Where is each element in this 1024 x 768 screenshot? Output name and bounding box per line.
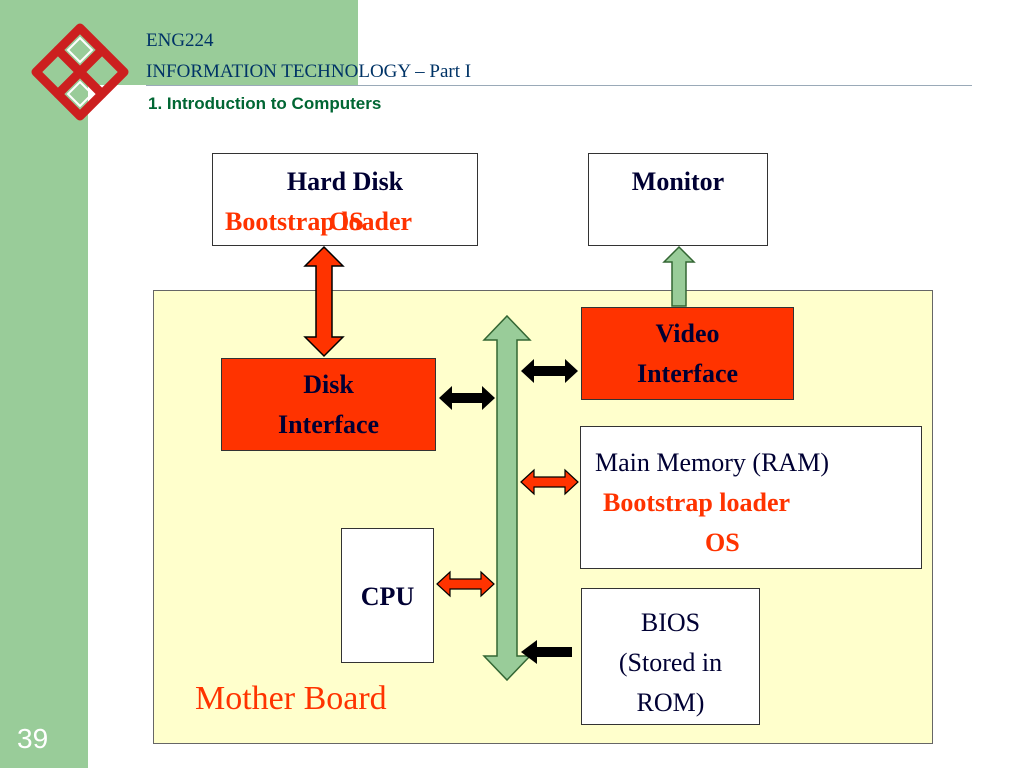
bios-line1: BIOS — [640, 608, 701, 637]
motherboard-label: Mother Board — [195, 680, 387, 717]
bios-line3: ROM) — [636, 688, 705, 717]
bios-box: BIOS (Stored in ROM) — [581, 588, 760, 725]
polyu-logo — [31, 23, 129, 121]
system-bus-arrow — [482, 314, 532, 682]
memory-bus-arrow — [520, 468, 579, 496]
hard-disk-title: Hard Disk — [286, 167, 404, 196]
main-memory-title: Main Memory (RAM) — [595, 448, 829, 477]
disk-interface-box: Disk Interface — [221, 358, 436, 451]
disk-interface-line2: Interface — [277, 410, 380, 439]
bios-line2: (Stored in — [618, 648, 723, 677]
cpu-box: CPU — [341, 528, 434, 663]
top-band — [88, 0, 358, 85]
bios-bus-arrow — [521, 640, 572, 664]
monitor-box: Monitor — [588, 153, 768, 246]
course-code: ENG224 — [146, 30, 214, 51]
video-interface-line1: Video — [655, 319, 720, 348]
hard-disk-bootstrap: Bootstrap loader — [225, 207, 413, 236]
cpu-title: CPU — [360, 582, 415, 611]
cpu-bus-arrow — [436, 570, 495, 598]
hard-disk-link-arrow — [303, 245, 345, 358]
header-rule — [146, 85, 972, 86]
hard-disk-os: OS — [329, 207, 364, 236]
chapter-title: 1. Introduction to Computers — [148, 94, 382, 113]
video-interface-box: Video Interface — [581, 307, 794, 400]
main-memory-box: Main Memory (RAM) Bootstrap loader OS — [580, 426, 922, 569]
main-memory-os: OS — [705, 528, 740, 557]
hard-disk-box: Hard Disk Bootstrap loader OS — [212, 153, 478, 246]
course-title: INFORMATION TECHNOLOGY – Part I — [146, 61, 472, 82]
disk-bus-arrow — [439, 386, 495, 410]
disk-interface-line1: Disk — [303, 370, 354, 399]
hard-disk-contents: Bootstrap loader OS — [213, 202, 477, 242]
video-bus-arrow — [521, 359, 578, 383]
left-sidebar-band — [0, 0, 88, 768]
main-memory-bootstrap: Bootstrap loader — [603, 488, 791, 517]
video-interface-line2: Interface — [636, 359, 739, 388]
monitor-link-arrow — [662, 245, 696, 307]
monitor-title: Monitor — [631, 167, 725, 196]
page-number: 39 — [17, 723, 49, 754]
